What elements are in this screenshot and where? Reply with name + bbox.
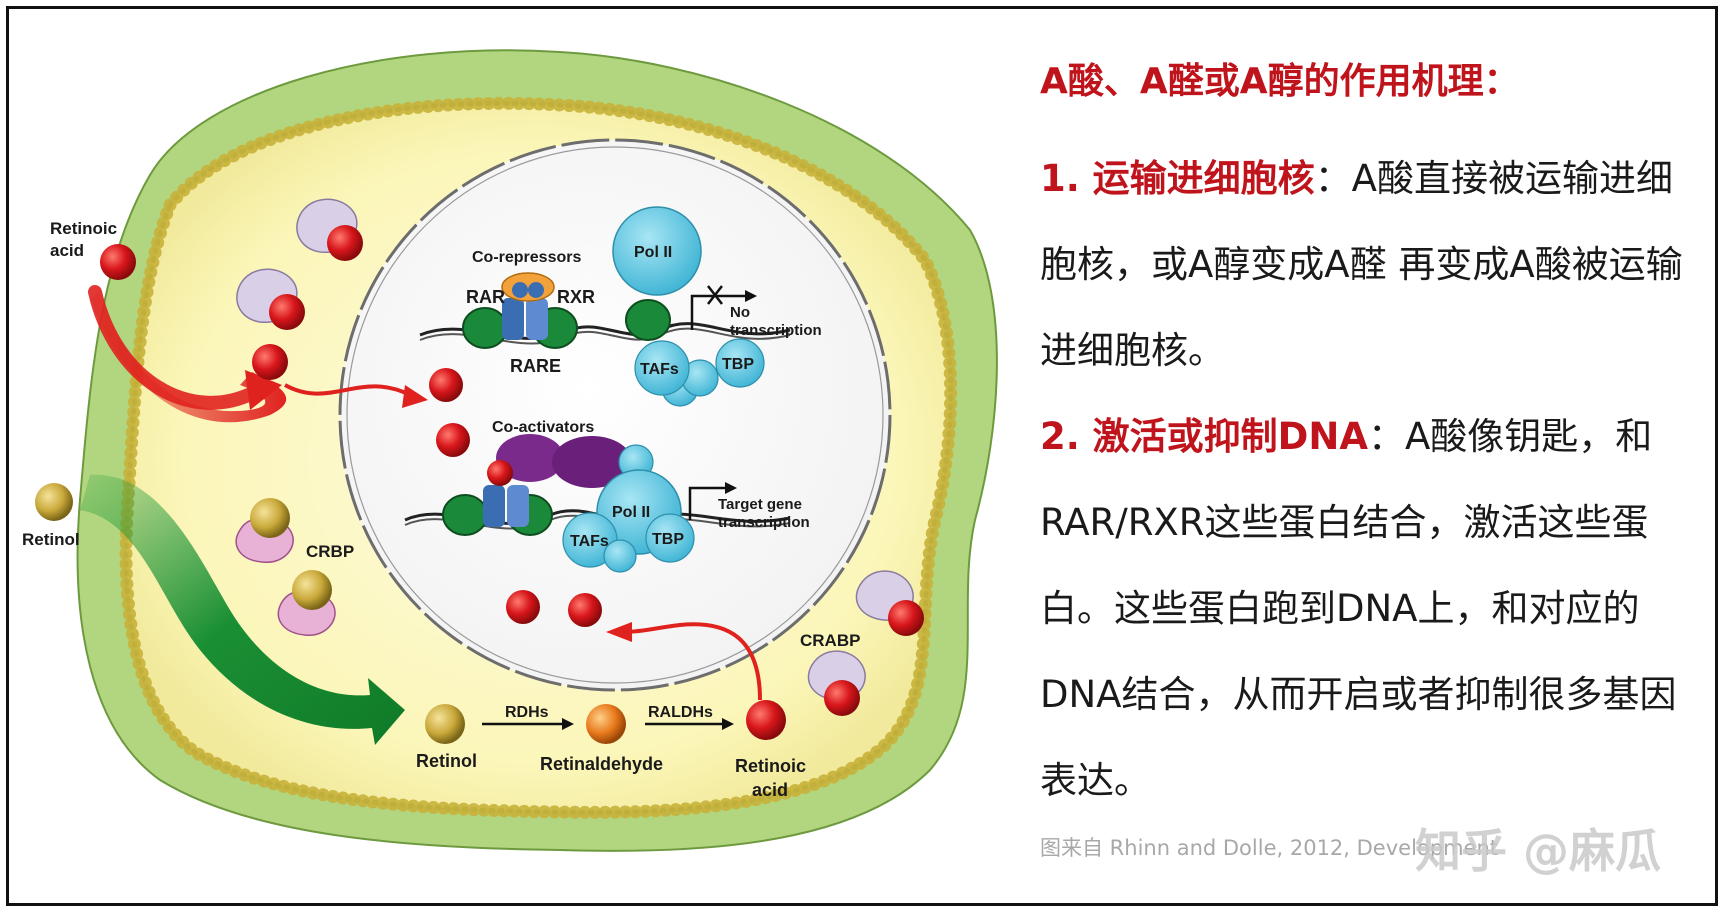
corepressor-complex [501,272,555,302]
retinol-entry-arrow [80,474,405,745]
nucleosome [442,494,488,536]
label-retinoic-acid-bottom: Retinoic [735,756,806,776]
retinoic-acid [269,294,305,330]
paragraph-activate: 2. 激活或抑制DNA：A酸像钥匙，和RAR/RXR这些蛋白结合，激活这些蛋白。… [1040,394,1700,824]
paragraph-activate-text: ：A酸像钥匙，和RAR/RXR这些蛋白结合，激活这些蛋白。这些蛋白跑到DNA上，… [1040,415,1677,802]
panel-heading: A酸、A醛或A醇的作用机理： [1040,61,1520,102]
label-retinol-bottom: Retinol [416,751,477,771]
nucleosome [462,307,508,349]
label-pol2-bottom: Pol II [612,504,650,521]
rxr-receptor [526,298,548,340]
label-retinoic-acid-outside: acid [50,241,84,260]
nucleus [338,138,892,692]
retinol [292,570,332,610]
retinoic-acid [252,344,288,380]
retinoic-acid [824,680,860,716]
label-rxr: RXR [557,287,595,307]
paragraph-transport-text: ：A酸直接被运输进细胞核，或A醇变成A醛 再变成A酸被运输进细胞核。 [1040,157,1683,372]
label-crbp: CRBP [306,542,354,561]
label-retinoic-acid-outside: Retinoic [50,219,117,238]
pol2-top [612,206,702,296]
label-pol2-top: Pol II [634,244,672,261]
label-tbp-bottom: TBP [652,531,684,548]
label-rdhs: RDHs [505,704,549,721]
label-raldhs: RALDHs [648,704,713,721]
tafs-top [634,340,690,396]
source-caption: 图来自 Rhinn and Dolle, 2012, Development [1040,836,1499,860]
coactivator-complex [496,434,564,482]
label-retinol-outside: Retinol [22,530,80,549]
label-retinoic-acid-bottom: acid [752,780,788,800]
retinoic-acid-bottom [746,700,786,740]
rar-receptor [483,485,505,527]
retinoic-acid [888,600,924,636]
retinol-outside [35,483,73,521]
label-rare: RARE [510,356,561,376]
label-retinaldehyde: Retinaldehyde [540,754,663,774]
paragraph-activate-keyword: 2. 激活或抑制DNA [1040,415,1368,458]
retinoic-acid [327,225,363,261]
label-tbp-top: TBP [722,356,754,373]
retinoic-acid [429,368,463,402]
blocked-mark-icon [707,285,723,305]
paragraph-transport: 1. 运输进细胞核：A酸直接被运输进细胞核，或A醇变成A醛 再变成A酸被运输进细… [1040,136,1700,394]
label-rar: RAR [466,287,505,307]
retinoic-acid-outside [100,244,136,280]
tbp-bottom [645,513,695,563]
watermark: 知乎 @麻瓜 [1415,824,1662,878]
retinoic-acid [436,423,470,457]
retinoic-acid [506,590,540,624]
tbp-top [715,338,765,388]
retinoic-acid [568,593,602,627]
label-no-transcription: No [730,304,750,321]
retinoic-acid-bound [487,460,513,486]
label-tafs-top: TAFs [640,361,679,378]
retinol-bottom [425,704,465,744]
retinol [250,498,290,538]
retinaldehyde [586,704,626,744]
label-co-activators: Co-activators [492,419,594,436]
retinoic-acid-cell-diagram: Retinoic acid Retinol CRBP CRABP Retinol… [22,49,998,852]
label-target-gene: transcription [718,514,810,531]
label-target-gene: Target gene [718,496,802,513]
rxr-receptor [507,485,529,527]
explanation-panel: A酸、A醛或A醇的作用机理： 1. 运输进细胞核：A酸直接被运输进细胞核，或A醇… [1040,58,1700,824]
label-no-transcription: transcription [730,322,822,339]
paragraph-transport-keyword: 1. 运输进细胞核 [1040,157,1315,200]
label-co-repressors: Co-repressors [472,249,581,266]
label-crabp: CRABP [800,631,860,650]
label-tafs-bottom: TAFs [570,533,609,550]
nucleosome [625,299,671,341]
rar-receptor [502,298,524,340]
